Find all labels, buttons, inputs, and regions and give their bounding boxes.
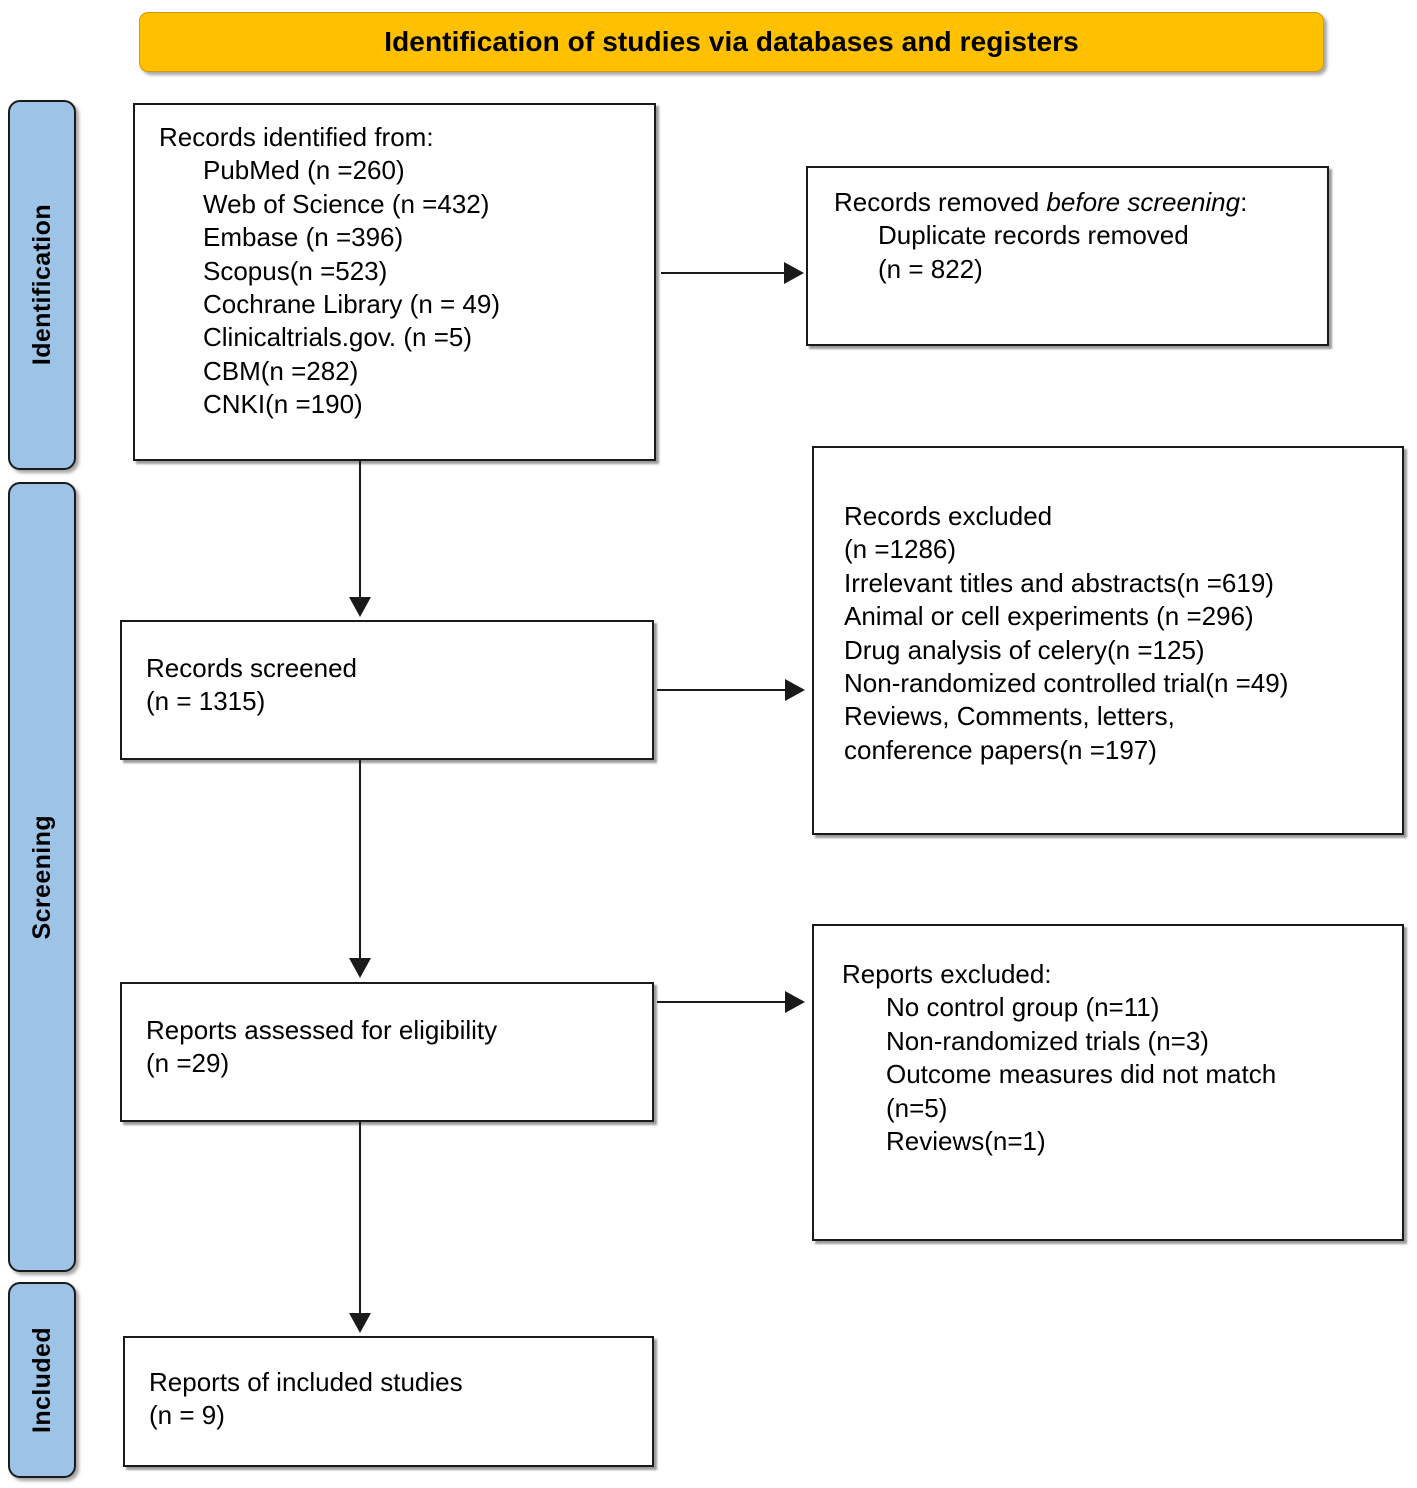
diagram-title: Identification of studies via databases …: [384, 26, 1079, 57]
connector-screened-to-eligibility-arrowhead-icon: [349, 958, 371, 978]
duplicate-records-removed-label: Duplicate records removed: [878, 220, 1189, 251]
records-removed-heading-emphasis: before screening: [1046, 187, 1241, 217]
source-embase: Embase (n =396): [203, 222, 404, 253]
connector-screened-to-excluded-arrowhead-icon: [785, 679, 805, 701]
reports-included-count: (n = 9): [149, 1400, 225, 1431]
records-removed-heading: Records removed before screening:: [834, 186, 1309, 219]
reports-excluded-reviews: Reviews(n=1): [886, 1126, 1046, 1157]
records-excluded-box: Records excluded (n =1286) Irrelevant ti…: [812, 446, 1404, 835]
exclusion-reason-reviews-line1: Reviews, Comments, letters,: [844, 701, 1175, 732]
source-cochrane-library: Cochrane Library (n = 49): [203, 289, 500, 320]
source-cnki: CNKI(n =190): [203, 389, 363, 420]
exclusion-reason-drug-analysis: Drug analysis of celery(n =125): [844, 634, 1205, 665]
reports-included-label: Reports of included studies: [149, 1367, 463, 1397]
reports-assessed-box: Reports assessed for eligibility (n =29): [120, 982, 654, 1122]
phase-tab-screening: Screening: [8, 482, 76, 1272]
connector-screened-to-eligibility-line: [359, 760, 361, 960]
reports-excluded-heading: Reports excluded:: [842, 959, 1052, 989]
records-removed-box: Records removed before screening: Duplic…: [806, 166, 1329, 346]
connector-eligibility-to-reports-excluded-line: [657, 1001, 787, 1003]
exclusion-reason-non-randomized: Non-randomized controlled trial(n =49): [844, 668, 1289, 699]
records-excluded-label: Records excluded: [844, 501, 1053, 531]
records-excluded-count: (n =1286): [844, 534, 957, 565]
records-identified-heading: Records identified from:: [159, 122, 434, 152]
phase-tab-included-label: Included: [27, 1327, 56, 1433]
source-clinicaltrials-gov: Clinicaltrials.gov. (n =5): [203, 322, 473, 353]
connector-eligibility-to-reports-excluded-arrowhead-icon: [785, 991, 805, 1013]
reports-excluded-outcome-measures: Outcome measures did not match: [886, 1059, 1277, 1090]
exclusion-reason-irrelevant-titles: Irrelevant titles and abstracts(n =619): [844, 567, 1274, 598]
source-cbm: CBM(n =282): [203, 355, 359, 386]
reports-included-box: Reports of included studies (n = 9): [123, 1336, 654, 1467]
reports-assessed-label: Reports assessed for eligibility: [146, 1015, 498, 1045]
reports-excluded-no-control-group: No control group (n=11): [886, 992, 1160, 1023]
exclusion-reason-animal-cell: Animal or cell experiments (n =296): [844, 601, 1254, 632]
reports-excluded-non-randomized: Non-randomized trials (n=3): [886, 1025, 1209, 1056]
phase-tab-identification: Identification: [8, 100, 76, 470]
records-screened-count: (n = 1315): [146, 686, 266, 717]
connector-identified-to-screened-arrowhead-icon: [349, 597, 371, 617]
connector-identified-to-removed-arrowhead-icon: [784, 262, 804, 284]
source-web-of-science: Web of Science (n =432): [203, 188, 490, 219]
records-removed-heading-text: Records removed: [834, 187, 1047, 217]
connector-eligibility-to-included-line: [359, 1122, 361, 1315]
source-pubmed: PubMed (n =260): [203, 155, 405, 186]
records-screened-label: Records screened: [146, 653, 357, 683]
connector-identified-to-screened-line: [359, 461, 361, 599]
reports-excluded-box: Reports excluded: No control group (n=11…: [812, 924, 1404, 1241]
connector-eligibility-to-included-arrowhead-icon: [349, 1313, 371, 1333]
records-identified-box: Records identified from: PubMed (n =260)…: [133, 103, 656, 461]
exclusion-reason-reviews-line2: conference papers(n =197): [844, 734, 1157, 765]
duplicate-records-removed-count: (n = 822): [878, 253, 983, 284]
records-removed-heading-colon: :: [1240, 187, 1248, 217]
connector-identified-to-removed-line: [661, 272, 786, 274]
diagram-header-banner: Identification of studies via databases …: [139, 12, 1324, 72]
reports-assessed-count: (n =29): [146, 1048, 230, 1079]
phase-tab-identification-label: Identification: [27, 204, 56, 366]
phase-tab-included: Included: [8, 1282, 76, 1478]
connector-screened-to-excluded-line: [657, 689, 787, 691]
phase-tab-screening-label: Screening: [27, 814, 56, 940]
records-screened-box: Records screened (n = 1315): [120, 620, 654, 760]
source-scopus: Scopus(n =523): [203, 255, 388, 286]
reports-excluded-outcome-measures-count: (n=5): [886, 1092, 948, 1123]
